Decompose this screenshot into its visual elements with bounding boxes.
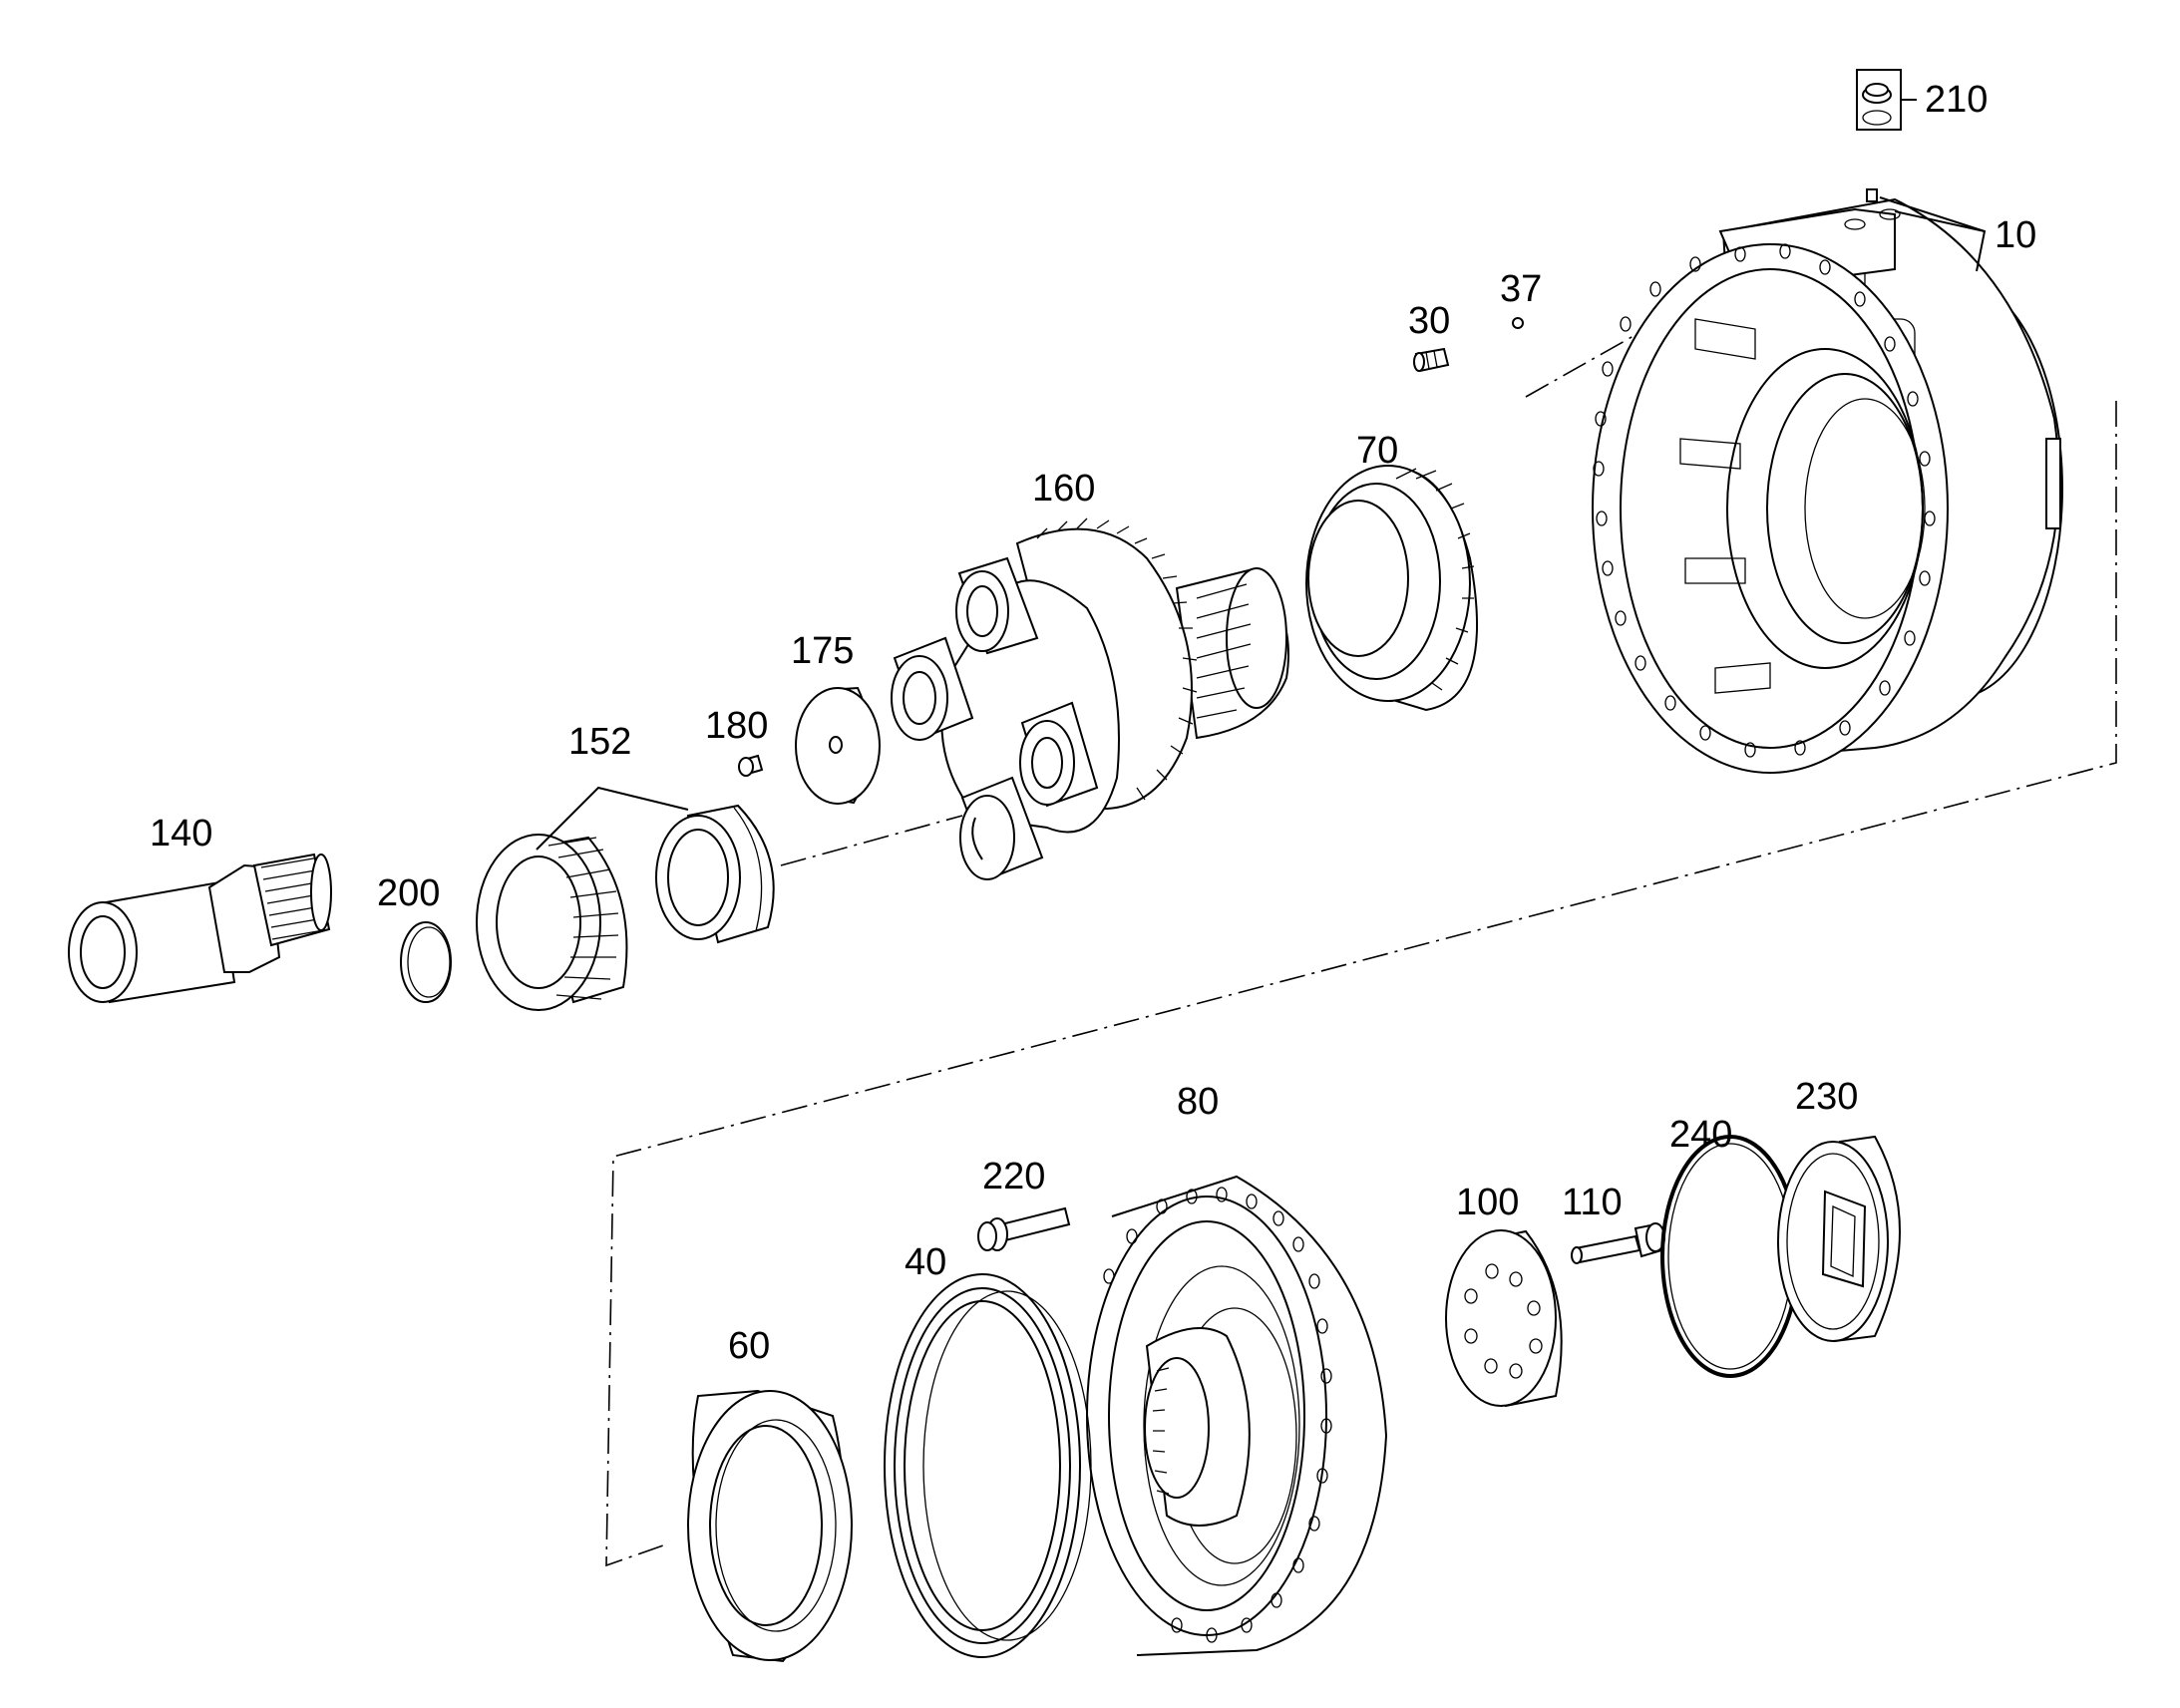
part-230-end-cover[interactable] [1777, 1135, 1901, 1343]
label-240: 240 [1669, 1114, 1732, 1156]
label-40: 40 [905, 1241, 946, 1283]
part-37-ball[interactable] [1512, 317, 1524, 329]
part-40-seal[interactable] [884, 1273, 1092, 1658]
label-10: 10 [1995, 214, 2036, 256]
part-200-snap-ring[interactable] [400, 921, 452, 1003]
part-100-cover[interactable] [1445, 1229, 1563, 1408]
part-175-thrust-washer[interactable] [795, 686, 881, 805]
part-160-planet-carrier[interactable] [891, 517, 1289, 880]
label-230: 230 [1795, 1076, 1858, 1118]
part-80-wheel-hub[interactable] [1086, 1175, 1388, 1656]
label-37: 37 [1500, 268, 1542, 310]
label-30: 30 [1408, 300, 1450, 342]
part-110-bolt[interactable] [1571, 1222, 1665, 1264]
part-210-breather-kit[interactable] [1856, 69, 1917, 131]
part-70-bearing[interactable] [1305, 465, 1479, 712]
part-220-wheel-stud[interactable] [977, 1206, 1071, 1251]
label-210: 210 [1925, 79, 1988, 121]
label-110: 110 [1562, 1182, 1623, 1223]
label-60: 60 [728, 1325, 770, 1367]
label-180: 180 [705, 705, 768, 747]
label-140: 140 [150, 813, 212, 854]
part-140-input-shaft[interactable] [68, 853, 332, 1004]
label-160: 160 [1032, 468, 1095, 510]
label-70: 70 [1356, 430, 1398, 472]
part-labels: 210 10 37 30 70 160 175 180 152 140 200 … [150, 79, 2036, 1367]
label-80: 80 [1177, 1081, 1219, 1123]
label-152: 152 [568, 721, 631, 763]
part-30-plug[interactable] [1413, 347, 1450, 373]
part-10-housing[interactable] [1592, 188, 2063, 774]
part-180-pin[interactable] [738, 754, 764, 777]
label-200: 200 [377, 872, 440, 914]
part-60-bearing-ring[interactable] [687, 1389, 853, 1663]
label-175: 175 [791, 630, 854, 672]
label-100: 100 [1456, 1182, 1519, 1223]
label-220: 220 [982, 1156, 1045, 1197]
part-152-sun-gear[interactable] [476, 786, 775, 1011]
